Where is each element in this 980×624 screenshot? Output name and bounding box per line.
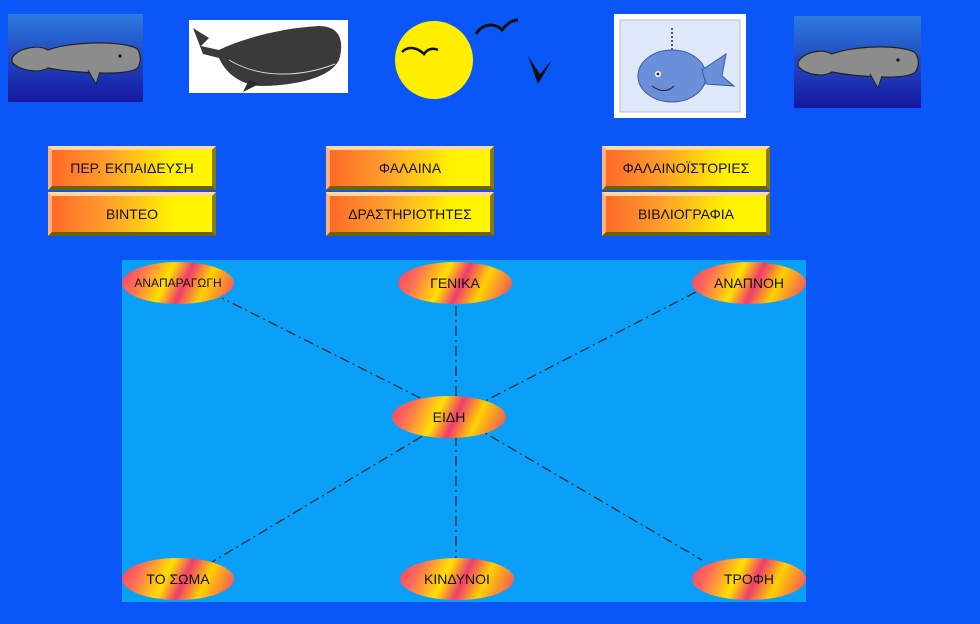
training-button[interactable]: ΠΕΡ. ΕΚΠΑΙΔΕΥΣΗ [48,146,216,190]
sperm-whale-icon [189,20,348,93]
node-reproduction[interactable]: ΑΝΑΠΑΡΑΓΩΓΗ [122,262,234,304]
whale-icon [8,14,143,102]
whale-button[interactable]: ΦΑΛΑΙΝΑ [326,146,494,190]
bibliography-button[interactable]: ΒΙΒΛΙΟΓΡΑΦΙΑ [602,192,770,236]
node-food[interactable]: ΤΡΟΦΗ [692,558,806,600]
node-dangers[interactable]: ΚΙΝΔΥΝΟΙ [400,558,514,600]
video-button[interactable]: ΒΙΝΤΕΟ [48,192,216,236]
concept-map: ΑΝΑΠΑΡΑΓΩΓΗ ΓΕΝΙΚΑ ΑΝΑΠΝΟΗ ΕΙΔΗ ΤΟ ΣΩΜΑ … [122,260,806,602]
node-body[interactable]: ΤΟ ΣΩΜΑ [122,558,234,600]
activities-button[interactable]: ΔΡΑΣΤΗΡΙΟΤΗΤΕΣ [326,192,494,236]
cartoon-whale-icon [614,14,746,118]
cartoon-whale-image [614,14,746,118]
node-breathing[interactable]: ΑΝΑΠΝΟΗ [692,262,806,304]
stories-button[interactable]: ΦΑΛΑΙΝΟΪΣΤΟΡΙΕΣ [602,146,770,190]
whale-image-right [794,16,921,108]
node-species[interactable]: ΕΙΔΗ [392,396,506,438]
node-general[interactable]: ΓΕΝΙΚΑ [398,262,512,304]
sun-birds-image [390,14,570,104]
whale-icon [794,16,921,108]
sun-icon [395,18,552,99]
sperm-whale-photo [189,20,348,93]
connector-lines [211,291,703,563]
whale-image-left [8,14,143,102]
